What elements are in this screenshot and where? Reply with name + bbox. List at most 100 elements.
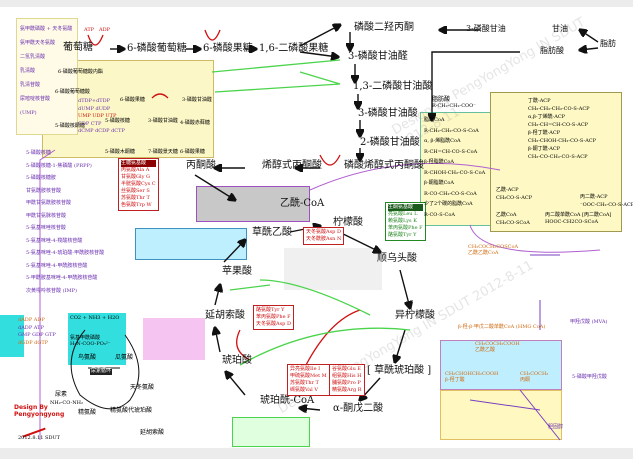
amino-acid: 缬氨酸Val V bbox=[290, 387, 318, 393]
acetoacetate: CH₃COCH₂COOH 乙酰乙酸 bbox=[475, 341, 520, 354]
5-phosphomevalonate: 5-磷酸甲羟戊酸 bbox=[572, 374, 607, 380]
step: 丁酰-ACP bbox=[528, 98, 551, 104]
purine-conversions: dADP ADP dADP ATP GMP GDP GTP dGDP dGTP bbox=[18, 317, 56, 347]
fat: 脂肪 bbox=[600, 39, 616, 48]
formula: H₂N-COO-PO₃²⁻ bbox=[70, 340, 111, 347]
step: dTDP+dTDP bbox=[78, 98, 111, 104]
formula: CH₃COCH₃ bbox=[520, 371, 549, 377]
author: Pengyongyong bbox=[14, 410, 65, 418]
atp-label: ATP bbox=[84, 27, 95, 33]
akg-amino-acids-box: 谷氨酸Glu E 组氨酸His H 脯氨酸Pro P 精氨酸Arg R bbox=[329, 364, 365, 396]
glyceraldehyde-3-phosphate: 3-磷酸甘油醛 bbox=[348, 51, 408, 62]
name: 丙酮 bbox=[520, 376, 531, 383]
ornithine: 鸟氨酸 bbox=[78, 354, 97, 361]
amino-acid: 甲硫氨酸Met M bbox=[290, 373, 327, 379]
name: β-羟丁酸 bbox=[445, 376, 465, 383]
step: 5-磷酸核糖胺 bbox=[26, 175, 56, 181]
amino-acid: 亮氨酸Leu L bbox=[388, 211, 418, 217]
arginine: 精氨酸 bbox=[78, 409, 97, 416]
urea: 尿素 bbox=[55, 391, 68, 398]
pentose-e4p: 4-磷酸赤藓糖 bbox=[180, 120, 210, 126]
credits-date: 2012.8.11 SDUT bbox=[18, 435, 61, 441]
name: 乙酰乙酰CoA bbox=[468, 249, 499, 256]
glycerol: 甘油 bbox=[552, 24, 568, 33]
fa-synthesis-steps: 丁酰-ACP CH₃-CH₂-CH₂-CO-S-ACP α,β-丁烯酰-ACP … bbox=[528, 97, 596, 161]
formula: CH₃COCH₂COOH bbox=[475, 341, 520, 347]
formula: CH₃CHOHCH₂COOH bbox=[445, 371, 499, 377]
step: β-酮丁酰-ACP bbox=[528, 146, 561, 152]
step: β-酮脂酰CoA bbox=[424, 180, 455, 186]
formula: R-CO-CH₂-CO-S-CoA bbox=[424, 190, 477, 197]
step: 5-氨基咪唑-4-甲酰胺核苷酸 bbox=[26, 262, 88, 269]
amino-acid: 丝氨酸Ser S bbox=[121, 188, 150, 194]
fumarate: 延胡索酸 bbox=[205, 310, 245, 321]
amino-acid: 天冬氨酸Asp D bbox=[256, 321, 291, 327]
ketogenic-amino-acids-box: 生酮氨基酸 亮氨酸Leu L 赖氨酸Lys K 苯丙氨酸Phe F 酪氨酸Tyr… bbox=[385, 202, 426, 241]
formula: R-CO-S-CoA bbox=[424, 211, 455, 218]
hmg-coa: β-羟-β-甲戊二酸单酰CoA (HMG CoA) bbox=[458, 324, 546, 330]
amino-acid: 苯丙氨酸Phe F bbox=[256, 314, 291, 320]
oxaloacetate: 草酰乙酸 bbox=[252, 227, 292, 238]
glycerol-3-phosphate: 3-磷酸甘油 bbox=[466, 24, 506, 33]
step: 尿嘧啶核苷酸 bbox=[20, 96, 51, 102]
green-bottom-box bbox=[232, 417, 310, 447]
pentose-gap2: 3-磷酸甘油醛 bbox=[148, 118, 178, 124]
adp-label: ADP bbox=[99, 27, 110, 33]
pentose-xu5p: 5-磷酸木酮糖 bbox=[105, 149, 135, 155]
tca-gray-box bbox=[196, 186, 310, 222]
glucose-6-phosphate: 6-磷酸葡萄糖 bbox=[127, 43, 187, 54]
urea-fumarate: 延胡索酸 bbox=[140, 429, 165, 436]
step: (UMP) bbox=[20, 110, 37, 116]
pentose-ru5p: 5-磷酸核酮糖 bbox=[55, 123, 85, 129]
3-phosphoglycerate: 3-磷酸甘油酸 bbox=[358, 108, 418, 119]
step: 氨甲酰磷酸 + 天冬氨酸 bbox=[20, 26, 73, 32]
pyrimidine-box bbox=[16, 18, 78, 135]
formula: HOOC-CH2CO-SCoA bbox=[545, 219, 599, 225]
cis-aconitate: 顺乌头酸 bbox=[377, 253, 417, 264]
step: 脂酰CoA bbox=[424, 117, 445, 123]
step: 5-磷酸核糖-1-焦磷酸 (PRPP) bbox=[26, 162, 92, 169]
argininosuccinate: 精氨酸代琥珀酸 bbox=[110, 407, 153, 414]
acetoacetyl-coa: CH₃COCH₂COSCoA 乙酰乙酰CoA bbox=[468, 244, 518, 257]
amino-acid: 天冬酰胺Asn N bbox=[306, 236, 342, 242]
box-title: 生糖氨基酸 bbox=[121, 160, 156, 167]
pentose-f6p2: 6-磷酸果糖 bbox=[180, 149, 205, 155]
alpha-ketoglutarate: α-酮戊二酸 bbox=[333, 403, 384, 414]
step: α, β-烯脂酰CoA bbox=[424, 138, 461, 144]
isocitrate: 异柠檬酸 bbox=[395, 310, 435, 321]
glucogenic-amino-acids-box: 生糖氨基酸 丙氨酸Ala A 甘氨酸Gly G 半胱氨酸Cys C 丝氨酸Ser… bbox=[118, 158, 159, 211]
urea-formula: NH₂-CO-NH₂ bbox=[50, 400, 83, 406]
amino-acid: 甘氨酸Gly G bbox=[121, 174, 151, 180]
cholesterol: 胆固醇 bbox=[548, 424, 564, 430]
amino-acid: 赖氨酸Lys K bbox=[388, 218, 417, 224]
step: CDP CTP bbox=[78, 120, 102, 127]
amino-acid: 丙氨酸Ala A bbox=[121, 167, 150, 173]
amino-acid: 异亮氨酸Ile I bbox=[290, 366, 321, 372]
formula: CH₃-CH₂-CH₂-CO-S-ACP bbox=[528, 106, 590, 112]
amino-acid: 酪氨酸Tyr Y bbox=[256, 307, 285, 313]
box-title: 生酮氨基酸 bbox=[388, 204, 423, 211]
design-by: Design By bbox=[14, 404, 48, 411]
beta-hydroxybutyrate: CH₃CHOHCH₂COOH β-羟丁酸 bbox=[445, 371, 499, 384]
malonyl-acp: 丙二酰-ACP ⁻OOC-CH₂-CO-S-ACP bbox=[580, 193, 633, 209]
oxalosuccinate: [ 草酰琥珀酸 ] bbox=[367, 365, 432, 376]
enolpyruvate: 烯醇式丙酮酸 bbox=[262, 160, 322, 171]
beta-oxidation-steps: 脂酰CoA R-CH₂-CH₂-CO-S-CoA α, β-烯脂酰CoA R-C… bbox=[424, 115, 485, 220]
step: 少了2个碳的脂酰CoA bbox=[424, 201, 473, 207]
pyrimidine-synthesis-steps: 氨甲酰磷酸 + 天冬氨酸 氨甲酰天冬氨酸 二氢乳清酸 乳清酸 乳清苷酸 尿嘧啶核… bbox=[20, 22, 72, 120]
acetone: CH₃COCH₃ 丙酮 bbox=[520, 371, 549, 384]
step: 乙酰CoA bbox=[496, 212, 517, 218]
1-3-bisphosphoglycerate: 1,3-二磷酸甘油酸 bbox=[353, 81, 433, 92]
glucose: 葡萄糖 bbox=[63, 42, 93, 53]
step: 丙二酰-ACP bbox=[580, 194, 608, 200]
urea-cycle-label: 尿素循环 bbox=[90, 368, 113, 375]
step: 5-磷酸核糖 bbox=[26, 150, 51, 156]
succinate: 琥珀酸 bbox=[222, 355, 252, 366]
amino-acid: 半胱氨酸Cys C bbox=[121, 181, 156, 187]
pentose-gap: 3-磷酸甘油醛 bbox=[182, 97, 212, 103]
step: 二氢乳清酸 bbox=[20, 54, 46, 60]
formula: CH₃-CH=CH-CO-S-ACP bbox=[528, 122, 589, 128]
pentose-gluconate: 6-磷酸葡萄糖酸 bbox=[55, 89, 90, 95]
